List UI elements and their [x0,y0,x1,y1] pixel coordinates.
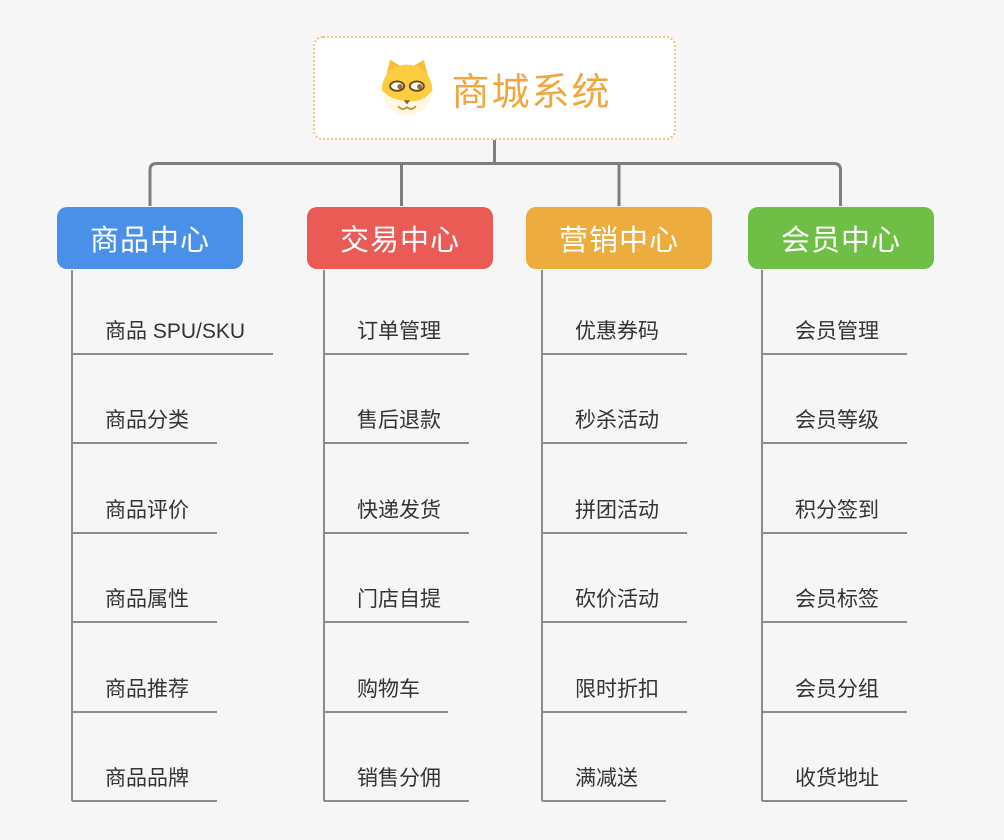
topic-node[interactable]: 商品 SPU/SKU [72,319,274,355]
topic-node[interactable]: 会员等级 [762,408,907,444]
topic-node[interactable]: 秒杀活动 [542,408,687,444]
branch-node-marketing-center[interactable]: 营销中心 [526,207,712,269]
root-title: 商城系统 [451,71,612,114]
topic-node[interactable]: 砍价活动 [542,587,687,623]
topic-node[interactable]: 销售分佣 [324,766,469,802]
topic-node[interactable]: 订单管理 [324,319,469,355]
topic-node[interactable]: 售后退款 [324,408,469,444]
topic-node[interactable]: 商品评价 [72,498,217,534]
root-node[interactable]: 商城系统 [313,36,676,140]
topic-node[interactable]: 积分签到 [762,498,907,534]
topic-node[interactable]: 会员管理 [762,319,907,355]
topic-node[interactable]: 购物车 [324,677,448,713]
topic-node[interactable]: 收货地址 [762,766,907,802]
topic-node[interactable]: 快递发货 [324,498,469,534]
branch-node-member-center[interactable]: 会员中心 [748,207,934,269]
topic-node[interactable]: 商品推荐 [72,677,217,713]
topic-node[interactable]: 商品品牌 [72,766,217,802]
branch-node-trade-center[interactable]: 交易中心 [307,207,493,269]
branch-node-product-center[interactable]: 商品中心 [57,207,243,269]
topic-node[interactable]: 拼团活动 [542,498,687,534]
topic-node[interactable]: 会员分组 [762,677,907,713]
topic-node[interactable]: 商品分类 [72,408,217,444]
topic-node[interactable]: 限时折扣 [542,677,687,713]
topic-node[interactable]: 满减送 [542,766,666,802]
topic-node[interactable]: 商品属性 [72,587,217,623]
topic-node[interactable]: 会员标签 [762,587,907,623]
topic-node[interactable]: 优惠券码 [542,319,687,355]
top-connectors [148,140,842,206]
topic-node[interactable]: 门店自提 [324,587,469,623]
doge-icon [382,59,433,116]
